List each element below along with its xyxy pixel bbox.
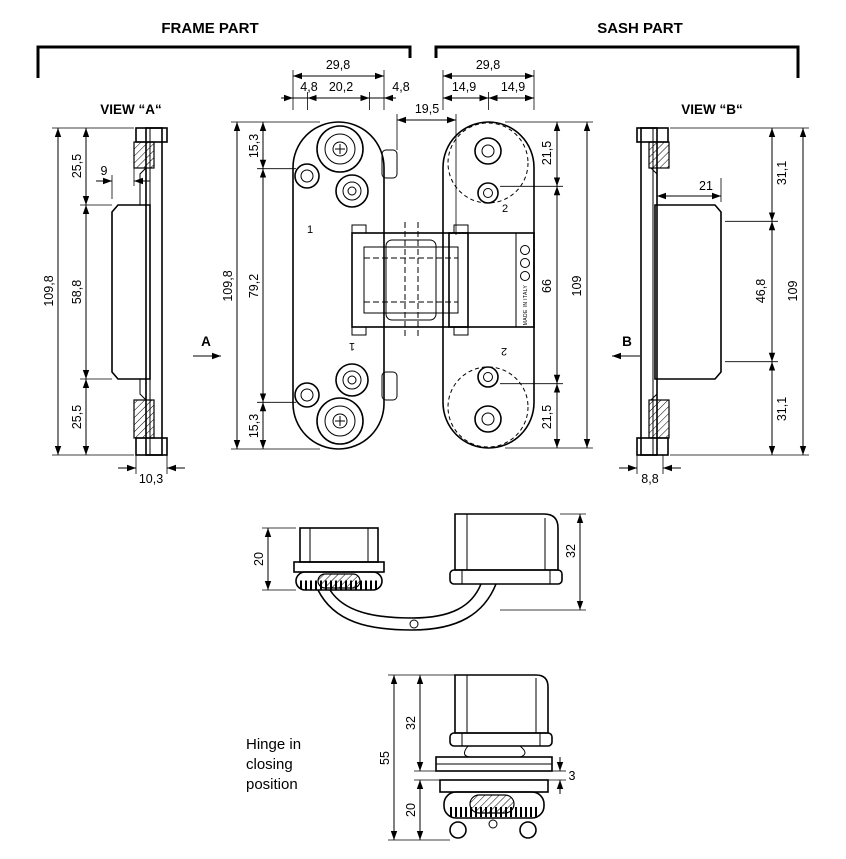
sash-part-bracket — [434, 45, 800, 78]
closed-view-dimensions: 32 20 55 3 — [378, 674, 576, 841]
dim-view-b-total: 109 — [786, 281, 800, 302]
sash-front-dimensions: 29,8 14,9 14,9 21,5 66 21,5 109 — [442, 58, 593, 449]
frame-part-mark-2: 1 — [349, 340, 355, 352]
dim-view-a-seg-mid: 58,8 — [70, 280, 84, 304]
closed-frame-unit-outline — [439, 779, 549, 839]
frame-front-outline — [292, 121, 469, 450]
dim-view-b-foot: 8,8 — [641, 472, 658, 486]
dim-view-b-seg-top: 31,1 — [775, 161, 789, 185]
dim-sash-top: 21,5 — [540, 141, 554, 165]
dim-sash-total: 109 — [570, 276, 584, 297]
open-position-view: 20 32 — [252, 513, 586, 631]
dim-closed-clearance: 3 — [569, 769, 576, 783]
dim-view-b-cup: 21 — [699, 179, 713, 193]
dim-open-sash-height: 32 — [564, 544, 578, 558]
dim-sash-width: 29,8 — [476, 58, 500, 72]
dim-frame-left: 4,8 — [300, 80, 317, 94]
view-b-outline — [636, 127, 722, 456]
dim-frame-top: 15,3 — [247, 134, 261, 158]
view-a-dimensions: 25,5 58,8 25,5 109,8 9 10,3 — [42, 127, 185, 486]
dim-closed-sash-height: 32 — [404, 716, 418, 730]
open-frame-unit-outline — [293, 527, 385, 591]
dim-frame-bottom: 15,3 — [247, 414, 261, 438]
view-a: VIEW “A“ 25,5 58,8 25,5 109,8 — [42, 102, 221, 486]
sash-part-mark-2: 2 — [501, 345, 507, 357]
dim-closed-total: 55 — [378, 751, 392, 765]
open-sash-unit-outline — [449, 513, 563, 585]
view-b-label: VIEW “B“ — [681, 102, 743, 117]
dim-frame-width: 29,8 — [326, 58, 350, 72]
sash-front-view: MADE IN ITALY 2 2 29,8 14,9 14,9 21,5 66… — [442, 58, 593, 449]
view-b: VIEW “B“ 21 31,1 46,8 — [612, 102, 809, 486]
closing-position-caption: Hinge in closing position — [246, 736, 301, 793]
dim-frame-total: 109,8 — [221, 270, 235, 301]
view-a-outline — [111, 127, 168, 456]
direction-b: B — [612, 334, 640, 360]
dim-frame-mid: 79,2 — [247, 274, 261, 298]
view-a-label: VIEW “A“ — [100, 102, 162, 117]
dim-sash-mid: 66 — [540, 279, 554, 293]
direction-a: A — [193, 334, 221, 360]
frame-front-dimensions: 29,8 4,8 20,2 4,8 19,5 15,3 79,2 — [221, 58, 457, 450]
dim-closed-frame-height: 20 — [404, 803, 418, 817]
dim-view-a-offset: 9 — [101, 164, 108, 178]
open-arm-outline — [317, 583, 497, 631]
view-b-dimensions: 21 31,1 46,8 31,1 109 8,8 — [619, 127, 809, 486]
dim-view-a-seg-bottom: 25,5 — [70, 405, 84, 429]
sash-front-outline — [442, 121, 535, 449]
dim-frame-center: 20,2 — [329, 80, 353, 94]
sash-part-mark-1: 2 — [502, 203, 508, 215]
frame-part-mark-1: 1 — [307, 224, 313, 236]
dim-view-a-seg-top: 25,5 — [70, 154, 84, 178]
closed-position-view: 32 20 55 3 Hinge in closing position — [246, 674, 576, 841]
dim-sash-left: 14,9 — [452, 80, 476, 94]
dim-frame-gap: 19,5 — [415, 102, 439, 116]
dim-view-b-seg-mid: 46,8 — [754, 279, 768, 303]
caption-line-3: position — [246, 776, 298, 793]
frame-part-bracket — [36, 45, 412, 78]
dim-frame-right: 4,8 — [392, 80, 409, 94]
dim-view-a-total: 109,8 — [42, 275, 56, 306]
dim-view-a-foot: 10,3 — [139, 472, 163, 486]
closed-sash-unit-outline — [435, 674, 553, 772]
section-headers: FRAME PART SASH PART — [36, 20, 800, 78]
direction-b-label: B — [622, 334, 632, 349]
made-in-italy-label: MADE IN ITALY — [523, 284, 529, 325]
open-view-dimensions: 20 32 — [252, 513, 586, 611]
dim-sash-bottom: 21,5 — [540, 405, 554, 429]
direction-a-label: A — [201, 334, 211, 349]
frame-front-view: 1 1 29,8 4,8 20,2 4,8 19,5 — [221, 58, 469, 450]
dim-open-frame-height: 20 — [252, 552, 266, 566]
caption-line-1: Hinge in — [246, 736, 301, 753]
dim-view-b-seg-bottom: 31,1 — [775, 397, 789, 421]
dim-sash-right: 14,9 — [501, 80, 525, 94]
caption-line-2: closing — [246, 756, 293, 773]
frame-part-header: FRAME PART — [161, 20, 258, 37]
sash-part-header: SASH PART — [597, 20, 683, 37]
